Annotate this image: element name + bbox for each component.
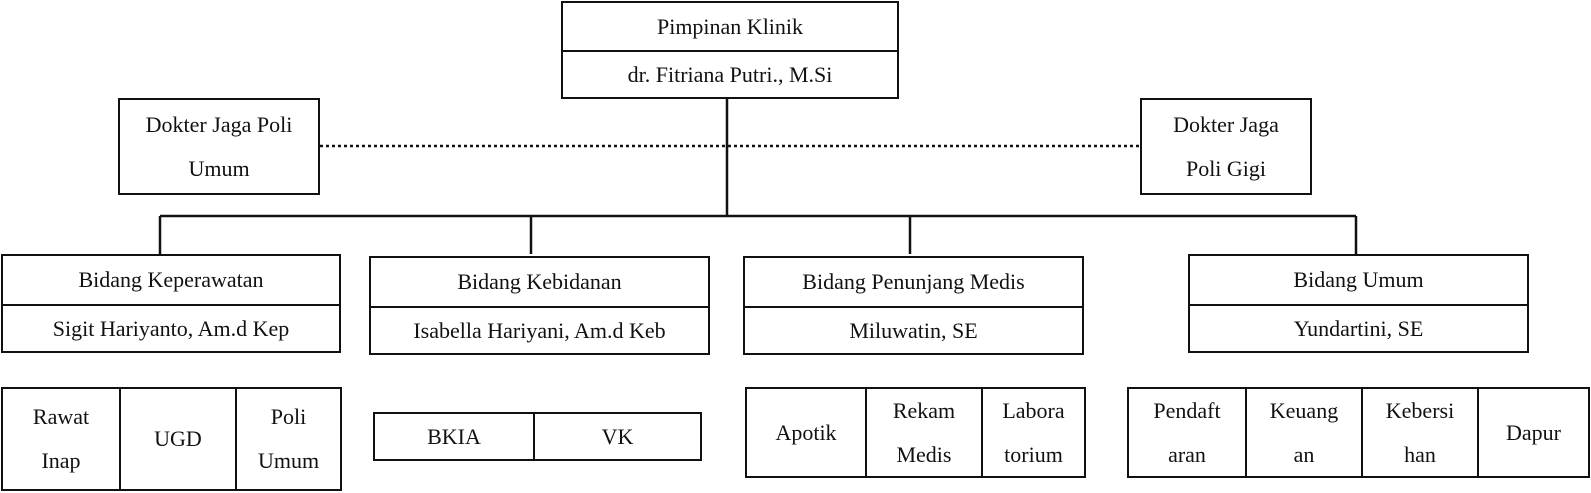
department-box-kebidanan: Bidang Kebidanan Isabella Hariyani, Am.d…: [369, 256, 710, 355]
unit-cell: Kebersi han: [1361, 389, 1477, 476]
unit-cell: BKIA: [427, 423, 481, 449]
unit-cell: Pendaft aran: [1153, 397, 1221, 467]
unit-cell: Labora torium: [981, 389, 1084, 476]
side-box-left: Dokter Jaga Poli Umum: [118, 98, 320, 195]
department-head-name: Yundartini, SE: [1190, 304, 1527, 351]
unit-cell: Rekam Medis: [865, 389, 981, 476]
head-box: Pimpinan Klinik dr. Fitriana Putri., M.S…: [561, 1, 899, 99]
department-head-name: Isabella Hariyani, Am.d Keb: [371, 306, 708, 353]
unit-cell: VK: [533, 414, 700, 459]
unit-cell: Apotik: [775, 419, 837, 445]
department-title: Bidang Umum: [1293, 267, 1424, 292]
unit-cell: Poli Umum: [235, 389, 340, 489]
department-title: Bidang Penunjang Medis: [802, 269, 1025, 294]
head-title: Pimpinan Klinik: [656, 13, 804, 39]
unit-cell: UGD: [119, 389, 235, 489]
department-box-umum: Bidang Umum Yundartini, SE: [1188, 254, 1529, 353]
unit-row-umum: Pendaft aran Keuang an Kebersi han Dapur: [1127, 387, 1590, 478]
department-box-penunjang-medis: Bidang Penunjang Medis Miluwatin, SE: [743, 256, 1084, 355]
unit-cell: Keuang an: [1245, 389, 1361, 476]
unit-row-penunjang-medis: Apotik Rekam Medis Labora torium: [745, 387, 1086, 478]
department-box-keperawatan: Bidang Keperawatan Sigit Hariyanto, Am.d…: [1, 254, 341, 353]
unit-cell: Rawat Inap: [32, 404, 90, 473]
unit-row-kebidanan: BKIA VK: [373, 412, 702, 461]
department-head-name: Sigit Hariyanto, Am.d Kep: [3, 304, 339, 351]
department-title: Bidang Keperawatan: [78, 267, 264, 292]
head-name: dr. Fitriana Putri., M.Si: [563, 50, 897, 97]
side-right-label: Dokter Jaga Poli Gigi: [1173, 111, 1279, 181]
side-left-label: Dokter Jaga Poli Umum: [145, 111, 293, 181]
department-head-name: Miluwatin, SE: [745, 306, 1082, 353]
side-box-right: Dokter Jaga Poli Gigi: [1140, 98, 1312, 195]
department-title: Bidang Kebidanan: [457, 269, 622, 294]
unit-row-keperawatan: Rawat Inap UGD Poli Umum: [1, 387, 342, 491]
unit-cell: Dapur: [1477, 389, 1588, 476]
